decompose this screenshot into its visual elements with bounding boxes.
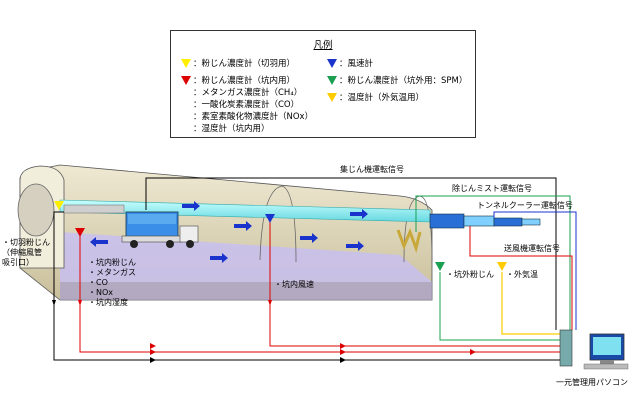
outside-dust-line — [439, 272, 560, 341]
legend-yellow-icon — [181, 59, 191, 68]
legend-item-co: ：一酸化炭素濃度計（CO） — [193, 100, 300, 110]
wind-meter-icon — [265, 214, 275, 223]
face-dust-label: ・切羽粉じん （伸縮風管 吸引口） — [2, 238, 50, 267]
legend-item-face-dust: ：粉じん濃度計（切羽用） — [193, 59, 296, 69]
tunnel-dust-sensor-icon — [75, 228, 85, 237]
tunnel-wind-label: ・坑内風速 — [274, 280, 314, 289]
face-dust-line — [53, 211, 560, 361]
pc-tower — [559, 329, 573, 367]
legend-item-methane: ：メタンガス濃度計（CH₄） — [193, 88, 303, 98]
tunnel-face — [17, 183, 55, 237]
tunnel-floor — [60, 232, 432, 282]
mist-signal-label: 除じんミスト運転信号 — [452, 184, 532, 193]
outside-temp-line — [501, 272, 560, 335]
legend-item-tunnel-dust: ：粉じん濃度計（坑内用） — [193, 76, 296, 86]
legend-item-outside-dust: ：粉じん濃度計（坑外用：SPM） — [339, 76, 468, 86]
legend-orange-icon — [327, 93, 337, 102]
mist-curtain — [396, 227, 422, 254]
wind-meter-line — [269, 222, 560, 347]
outside-dust-sensor-icon — [435, 262, 445, 271]
truck-cab — [179, 225, 199, 243]
legend: 凡例 ：粉じん濃度計（切羽用） ：粉じん濃度計（坑内用） ：メタンガス濃度計（C… — [170, 30, 476, 138]
pc-label: 一元管理用パソコン — [556, 378, 628, 387]
blower-signal-label: 送風機運転信号 — [504, 244, 560, 253]
truck-bed — [121, 235, 183, 243]
legend-item-outside-temp: ：温度計（外気温用） — [339, 93, 425, 103]
legend-item-nox: ：素室素酸化物濃度計（NOx） — [193, 112, 314, 122]
dust-collector-signal-label: 集じん機運転信号 — [340, 165, 404, 174]
legend-blue-icon — [327, 59, 337, 68]
legend-green-icon — [327, 76, 337, 85]
legend-item-wind: ：風速計 — [339, 59, 374, 69]
outside-temp-sensor-icon — [497, 262, 507, 271]
tunnel-sensors-label: ・坑内粉じん ・メタンガス ・CO ・NOx ・坑内湿度 — [88, 258, 136, 307]
legend-item-humidity: ：湿度計（坑内用） — [193, 124, 270, 134]
cooler-signal-label: トンネルクーラー運転信号 — [477, 201, 573, 210]
outside-temp-label: ・外気温 — [506, 270, 538, 279]
outside-dust-label: ・坑外粉じん — [446, 270, 494, 279]
legend-title: 凡例 — [313, 40, 333, 51]
blower — [429, 213, 465, 229]
face-dust-sensor-icon — [54, 201, 64, 210]
blower-signal-line — [469, 226, 573, 330]
legend-red-icon — [181, 76, 191, 85]
airflow-arrows — [90, 201, 368, 263]
cooler-signal-line — [493, 211, 577, 330]
mist-signal-line — [415, 195, 571, 330]
dust-collector-signal-line — [145, 177, 557, 330]
tunnel-sensor-line — [79, 236, 560, 353]
